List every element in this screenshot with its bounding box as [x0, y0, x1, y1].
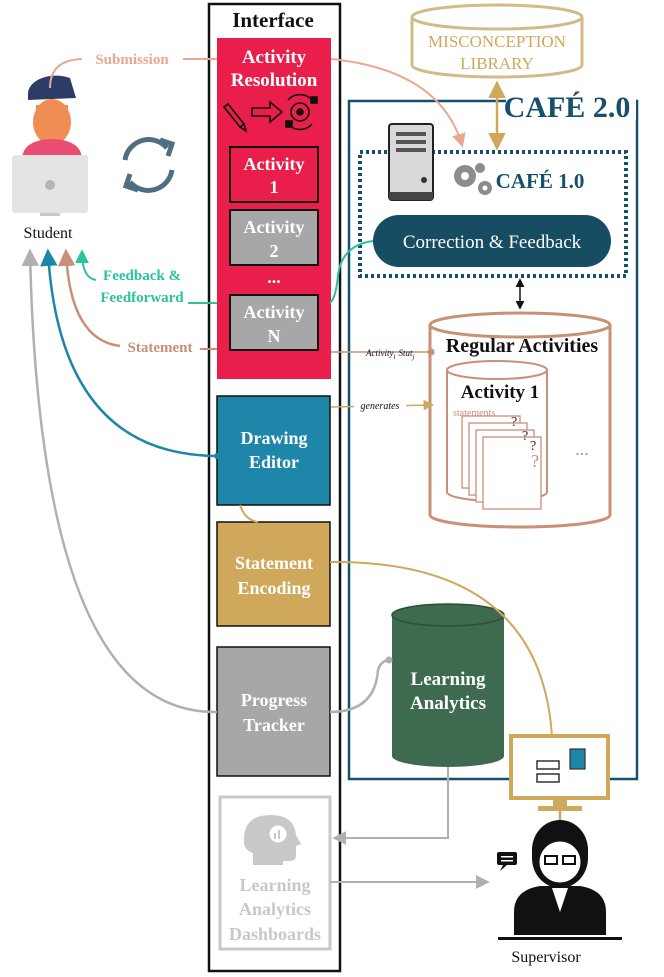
statement-encoding-line-2: Encoding	[237, 578, 310, 598]
drawing-editor-to-student-arrow	[40, 248, 218, 458]
feedback-label-line-2: Feedforward	[100, 290, 184, 306]
student-icon	[12, 75, 88, 216]
supervisor-label: Supervisor	[511, 949, 581, 966]
svg-text:?: ?	[522, 429, 528, 444]
feedback-label-line-1: Feedback &	[103, 268, 181, 284]
resolution-to-cafe-arrow	[330, 58, 466, 148]
server-icon	[388, 123, 434, 201]
activity-1-line-2: 1	[270, 177, 279, 197]
learning-analytics-line-2: Analytics	[410, 693, 486, 714]
submission-label: Submission	[95, 52, 169, 68]
analytics-to-dashboards-arrow	[332, 767, 449, 845]
activity-resolution-line-2: Resolution	[231, 70, 318, 91]
more-activities-ellipsis: ...	[575, 439, 589, 459]
progress-tracker-line-1: Progress	[241, 690, 307, 710]
regular-activities-cylinder	[428, 311, 612, 529]
statements-label: statements	[453, 408, 495, 419]
progress-tracker-line-2: Tracker	[243, 715, 305, 735]
activity-n-line-2: N	[268, 326, 281, 346]
generates-label: generates	[361, 401, 400, 412]
regular-activities-title: Regular Activities	[446, 335, 599, 357]
misconception-library-line-1: MISCONCEPTION	[428, 32, 566, 51]
activity-n-card[interactable]	[229, 294, 319, 351]
svg-text:?: ?	[511, 415, 517, 430]
interface-title: Interface	[232, 8, 314, 32]
svg-text:?: ?	[530, 439, 536, 454]
activity-n-line-1: Activity	[244, 302, 305, 322]
activities-ellipsis: ...	[267, 267, 281, 287]
misconception-library-line-2: LIBRARY	[460, 54, 534, 73]
cafe2-title: CAFÉ 2.0	[504, 91, 631, 124]
activity-1-line-1: Activity	[244, 154, 305, 174]
activity-1-cylinder	[446, 360, 548, 502]
cafe1-frame	[358, 150, 628, 278]
drawing-editor-block[interactable]	[216, 395, 331, 506]
activity-resolution-line-1: Activity	[242, 47, 307, 68]
activity-1-card[interactable]	[229, 146, 319, 203]
drawing-editor-line-1: Drawing	[241, 428, 308, 448]
gears-icon	[454, 163, 492, 195]
correction-feedback-label: Correction & Feedback	[403, 232, 582, 253]
question-icon: ? ? ? ?	[511, 415, 539, 471]
refresh-icon	[122, 137, 176, 193]
correction-to-activity-n-link	[329, 240, 374, 304]
progress-to-analytics-link	[329, 658, 389, 714]
regular-activity-1-title: Activity 1	[461, 382, 540, 403]
statement-arrow	[57, 248, 121, 348]
drawing-editor-line-2: Editor	[249, 452, 299, 472]
activity-2-line-2: 2	[270, 241, 279, 261]
pencil-to-gears-icon	[222, 93, 318, 133]
statement-label: Statement	[128, 340, 193, 356]
activity-2-card[interactable]	[229, 209, 319, 266]
statement-encoding-line-1: Statement	[235, 553, 313, 573]
submission-arrow-left	[49, 58, 83, 89]
la-dashboards-line-3: Dashboards	[229, 924, 321, 944]
dashboard-monitor-icon	[509, 734, 610, 811]
svg-text:?: ?	[531, 451, 539, 471]
progress-to-student-arrow	[21, 248, 218, 714]
student-label: Student	[24, 225, 73, 242]
statement-pages-icon	[461, 415, 542, 510]
la-dashboards-line-2: Analytics	[239, 899, 311, 919]
cafe1-title: CAFÉ 1.0	[496, 169, 585, 193]
encoding-to-dashboard-link	[329, 560, 553, 737]
head-analytics-icon	[243, 815, 301, 865]
la-dashboards-line-1: Learning	[239, 875, 310, 895]
supervisor-icon	[497, 820, 622, 940]
statement-encoding-block[interactable]	[216, 521, 331, 627]
progress-tracker-block[interactable]	[216, 646, 331, 777]
feedback-arrow-tail	[75, 249, 97, 281]
correction-feedback-pill	[373, 215, 611, 267]
learning-analytics-line-1: Learning	[411, 669, 486, 690]
drawing-to-encoding-link	[239, 504, 259, 523]
misconception-library-cylinder	[410, 3, 584, 79]
activity-2-line-1: Activity	[244, 217, 305, 237]
